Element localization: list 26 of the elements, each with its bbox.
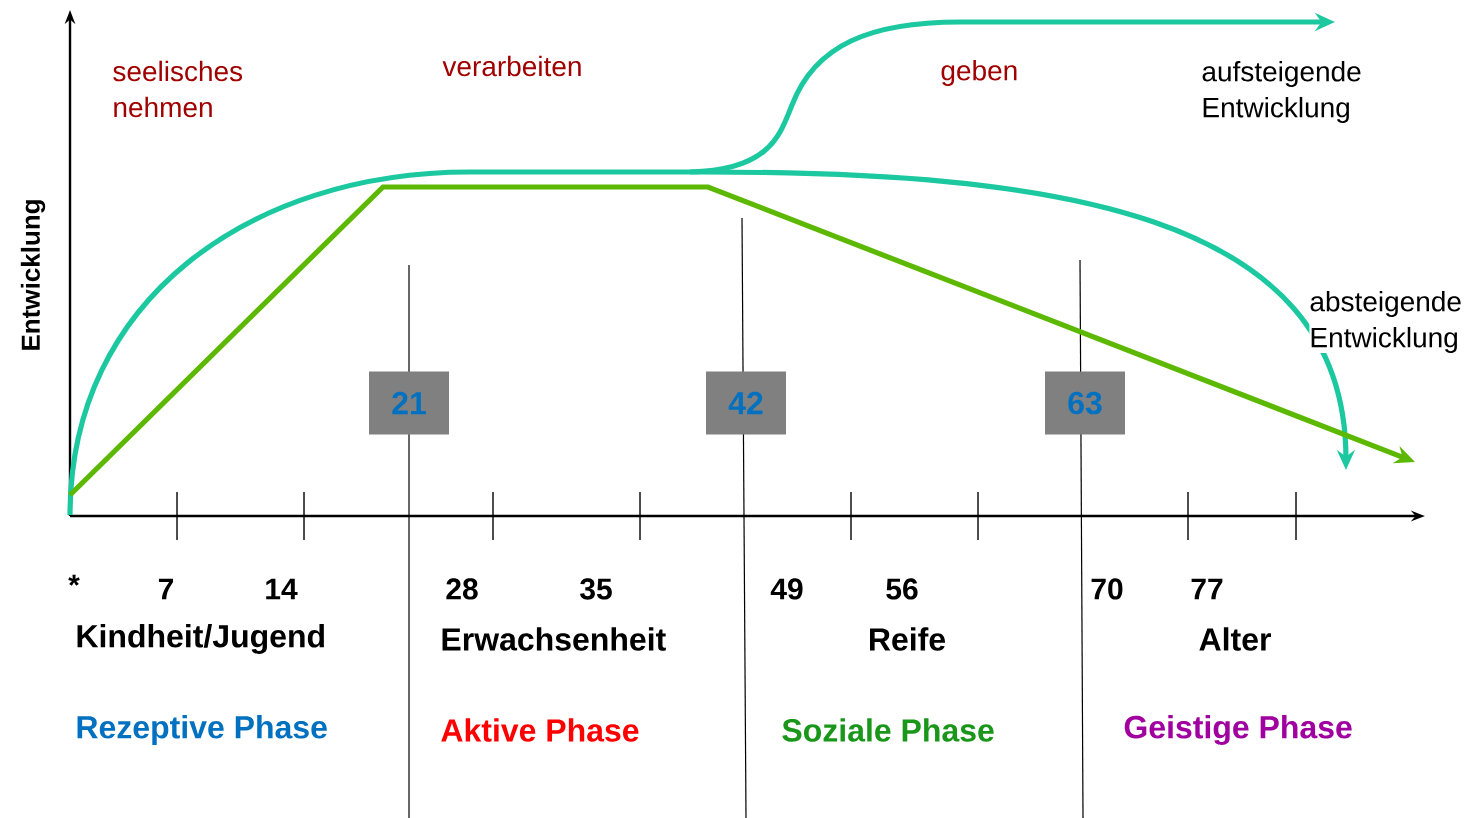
year-box: 42 — [706, 371, 786, 435]
axis-label: Entwicklung — [20, 200, 46, 350]
phase-note: verarbeiten — [442, 55, 581, 77]
year-box: 63 — [1045, 371, 1125, 435]
phase-label: Aktive Phase — [441, 718, 639, 742]
phase-label: Geistige Phase — [1124, 715, 1352, 745]
phase-label: Soziale Phase — [782, 718, 994, 742]
tick-label: 77 — [1191, 578, 1223, 600]
phase-note: seelisches nehmen — [113, 60, 243, 118]
curve-label: absteigende Entwicklung — [1309, 290, 1478, 354]
age-label: Erwachsenheit — [442, 627, 666, 651]
tick-label: 14 — [266, 578, 298, 600]
age-label: Reife — [870, 627, 945, 651]
tick-label: 49 — [770, 578, 803, 600]
phase-label: Rezeptive Phase — [77, 715, 327, 745]
age-label: Alter — [1199, 627, 1271, 651]
curve-label: aufsteigende Entwicklung — [1202, 60, 1361, 124]
tick-label: 56 — [886, 578, 918, 600]
phase-note: geben — [941, 59, 1017, 87]
tick-label: 7 — [158, 578, 174, 600]
tick-label: * — [68, 574, 80, 586]
age-label: Kindheit/Jugend — [77, 624, 324, 654]
tick-label: 28 — [446, 578, 478, 600]
tick-label: 70 — [1091, 578, 1123, 600]
year-box: 21 — [369, 371, 449, 435]
tick-label: 35 — [580, 578, 612, 600]
